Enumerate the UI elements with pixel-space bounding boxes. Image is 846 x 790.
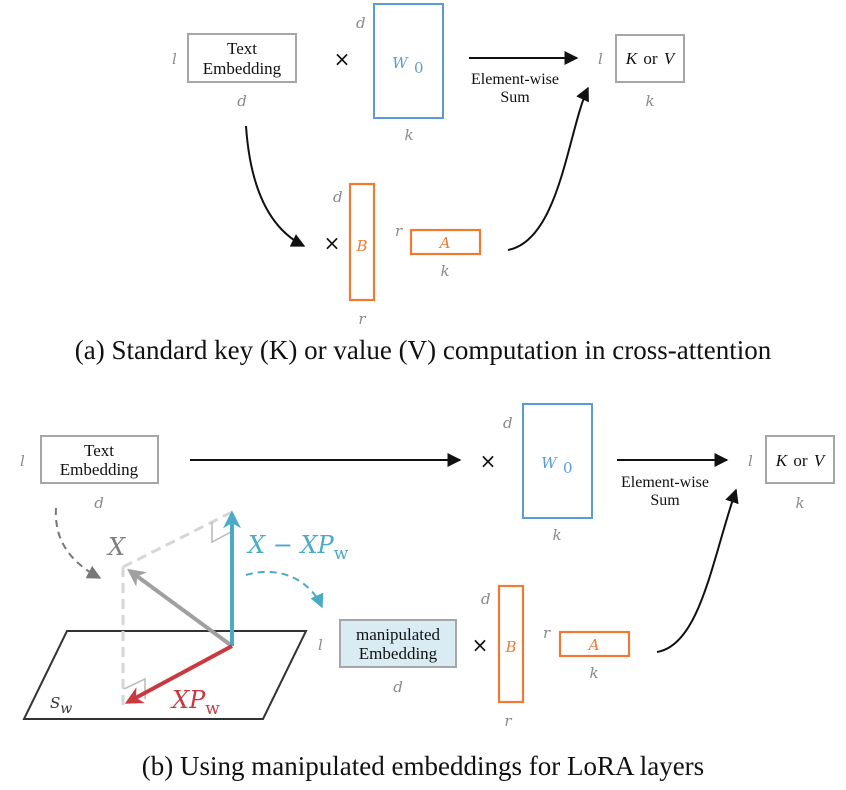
dim-k: k — [795, 494, 804, 512]
output-kv-box: K or V l k — [598, 34, 685, 110]
v-symbol: V — [664, 49, 677, 68]
v-symbol: V — [814, 451, 827, 470]
b-label: B — [504, 638, 516, 656]
dim-r: r — [358, 310, 366, 328]
text-embedding-line1: Text — [84, 441, 114, 460]
dim-d: d — [333, 188, 343, 206]
orthogonal-guide — [122, 510, 233, 569]
dim-l: l — [20, 452, 25, 470]
dim-l: l — [748, 452, 753, 470]
subspace-subscript: w — [60, 701, 72, 717]
dim-d: d — [94, 494, 104, 512]
multiply-sign: × — [480, 449, 497, 473]
a-matrix: A r k — [395, 222, 482, 280]
w0-label: W — [541, 454, 558, 472]
x-vector — [127, 568, 234, 648]
dim-l: l — [172, 50, 177, 68]
w0-matrix: W 0 d k — [503, 403, 593, 544]
lora-merge-arrow — [656, 488, 739, 653]
w0-subscript: 0 — [563, 459, 573, 477]
subspace-plane — [22, 630, 308, 720]
orthogonal-to-manipulated-arrow — [245, 570, 324, 609]
or-text: or — [643, 49, 658, 68]
output-label: K or V — [625, 49, 677, 68]
w0-matrix: W 0 d k — [356, 3, 444, 144]
right-angle-mark — [211, 522, 232, 544]
k-symbol: K — [775, 451, 789, 470]
output-label: K or V — [775, 451, 827, 470]
orthogonal-expression: X − XP — [246, 531, 335, 559]
b-matrix: B d r — [481, 584, 525, 730]
a-label: A — [438, 234, 451, 252]
output-kv-box: K or V l k — [748, 435, 835, 512]
caption-a: (a) Standard key (K) or value (V) comput… — [75, 335, 772, 365]
a-label: A — [587, 636, 600, 654]
projection-expression: XP — [170, 686, 206, 714]
manipulated-line1: manipulated — [356, 625, 441, 644]
subspace-label: Sw — [50, 694, 72, 717]
dim-d: d — [393, 678, 403, 696]
dim-l: l — [598, 50, 603, 68]
multiply-sign: × — [334, 47, 351, 71]
dim-d: d — [481, 590, 491, 608]
orthogonal-subscript: w — [334, 544, 349, 564]
caption-b: (b) Using manipulated embeddings for LoR… — [142, 751, 704, 781]
text-embedding-line2: Embedding — [60, 460, 139, 479]
text-embedding-box: Text Embedding l d — [172, 33, 297, 110]
or-text: or — [793, 451, 808, 470]
projection-subscript: w — [205, 699, 220, 719]
dim-d: d — [356, 14, 366, 32]
dim-r: r — [543, 624, 551, 642]
dim-d: d — [237, 92, 247, 110]
dim-k: k — [645, 92, 654, 110]
dim-k: k — [589, 664, 598, 682]
dim-k: k — [404, 126, 413, 144]
text-embedding-box: Text Embedding l d — [20, 435, 159, 512]
b-label: B — [355, 237, 367, 255]
embedding-to-x-arrow — [54, 507, 102, 579]
sum-label-line1: Element-wise — [471, 71, 559, 88]
w0-subscript: 0 — [414, 59, 424, 77]
sum-label-line2: Sum — [500, 89, 530, 106]
multiply-sign: × — [324, 231, 341, 255]
dim-k: k — [552, 526, 561, 544]
panel-b: Text Embedding l d × W 0 d k Element-wis… — [20, 403, 835, 781]
b-matrix: B d r — [333, 182, 376, 328]
orthogonal-label: X − XPw — [246, 531, 349, 564]
projection-vector — [124, 644, 233, 704]
a-matrix: A r k — [543, 624, 631, 682]
manipulated-line2: Embedding — [359, 644, 438, 663]
lora-branch-arrow — [245, 125, 306, 247]
dim-k: k — [440, 262, 449, 280]
text-embedding-line2: Embedding — [203, 59, 282, 78]
dim-r: r — [395, 222, 403, 240]
projection-label: XPw — [170, 686, 220, 719]
dim-l: l — [318, 636, 323, 654]
multiply-sign: × — [472, 633, 489, 657]
lora-merge-arrow — [507, 86, 589, 251]
dim-d: d — [503, 414, 513, 432]
k-symbol: K — [625, 49, 639, 68]
text-embedding-line1: Text — [227, 39, 257, 58]
subspace-symbol: S — [50, 694, 60, 712]
x-label: X — [106, 533, 126, 561]
w0-label: W — [392, 54, 409, 72]
dim-r: r — [504, 712, 512, 730]
panel-a: Text Embedding l d × W 0 d k Element-wis… — [75, 3, 772, 365]
manipulated-embedding-box: manipulated Embedding l d — [318, 619, 457, 696]
sum-label-line2: Sum — [650, 492, 680, 509]
sum-label-line1: Element-wise — [621, 474, 709, 491]
